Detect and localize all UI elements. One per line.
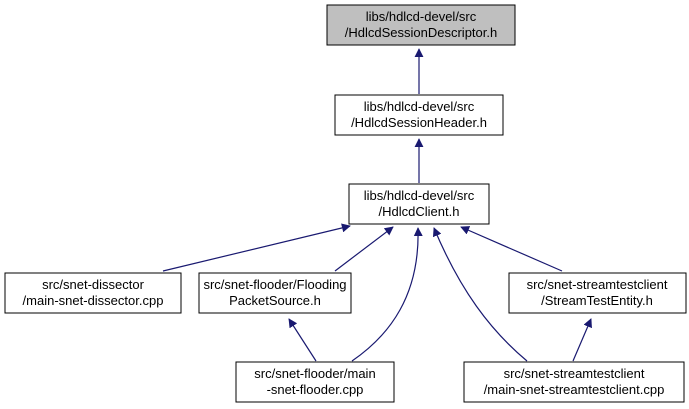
edge-flooder-main-to-client xyxy=(351,227,423,362)
node-label-line-1: src/snet-dissector xyxy=(42,277,145,292)
node-hdlcd-session-header[interactable]: libs/hdlcd-devel/src /HdlcdSessionHeader… xyxy=(334,94,504,136)
node-label-line-1: src/snet-flooder/Flooding xyxy=(203,277,346,292)
node-label-line-2: -snet-flooder.cpp xyxy=(267,382,364,397)
node-label-line-2: PacketSource.h xyxy=(229,293,321,308)
node-label-line-1: libs/hdlcd-devel/src xyxy=(364,188,475,203)
node-label-line-1: libs/hdlcd-devel/src xyxy=(364,99,475,114)
node-label-line-2: /main-snet-streamtestclient.cpp xyxy=(484,382,665,397)
node-stream-test-entity[interactable]: src/snet-streamtestclient /StreamTestEnt… xyxy=(508,272,687,314)
edge-stream-main-to-client xyxy=(432,227,528,362)
edges-layer xyxy=(162,48,592,362)
node-label-line-1: src/snet-streamtestclient xyxy=(504,366,645,381)
edge-flooder-main-to-flooding-source xyxy=(288,318,317,362)
node-label-line-1: src/snet-streamtestclient xyxy=(527,277,668,292)
node-label-line-1: src/snet-flooder/main xyxy=(254,366,375,381)
node-main-snet-dissector[interactable]: src/snet-dissector /main-snet-dissector.… xyxy=(4,272,182,314)
node-flooding-packet-source[interactable]: src/snet-flooder/Flooding PacketSource.h xyxy=(198,272,352,314)
node-label-line-2: /HdlcdSessionHeader.h xyxy=(351,115,487,130)
nodes-layer: libs/hdlcd-devel/src /HdlcdSessionDescri… xyxy=(4,4,687,403)
edge-stream-main-to-stream-entity xyxy=(572,318,592,362)
node-label-line-2: /HdlcdClient.h xyxy=(379,204,460,219)
node-main-snet-flooder[interactable]: src/snet-flooder/main -snet-flooder.cpp xyxy=(235,361,395,403)
edge-flooding-source-to-client xyxy=(334,226,394,272)
node-label-line-2: /main-snet-dissector.cpp xyxy=(23,293,164,308)
node-hdlcd-client[interactable]: libs/hdlcd-devel/src /HdlcdClient.h xyxy=(348,183,490,225)
node-label-line-1: libs/hdlcd-devel/src xyxy=(366,9,477,24)
edge-dissector-to-client xyxy=(162,223,351,272)
edge-stream-entity-to-client xyxy=(460,226,563,272)
node-label-line-2: /HdlcdSessionDescriptor.h xyxy=(345,25,497,40)
node-hdlcd-session-descriptor[interactable]: libs/hdlcd-devel/src /HdlcdSessionDescri… xyxy=(326,4,516,46)
node-main-snet-streamtestclient[interactable]: src/snet-streamtestclient /main-snet-str… xyxy=(463,361,685,403)
node-label-line-2: /StreamTestEntity.h xyxy=(541,293,653,308)
